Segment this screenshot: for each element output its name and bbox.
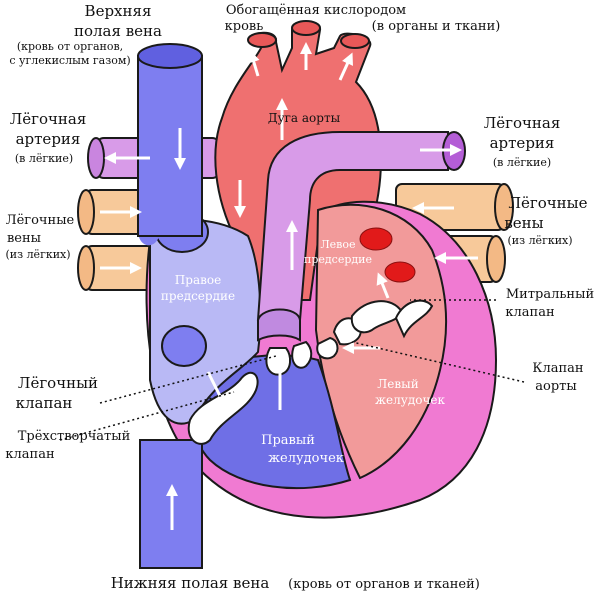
svg-text:вены: вены	[504, 214, 543, 232]
svg-text:аорты: аорты	[535, 379, 576, 394]
svg-text:Лёгочные: Лёгочные	[6, 213, 75, 228]
svg-text:(в лёгкие): (в лёгкие)	[15, 152, 73, 165]
svg-text:с углекислым газом): с углекислым газом)	[9, 54, 130, 67]
label-aortic-arch: Дуга аорты	[268, 111, 341, 125]
label-pulmonary-artery-left: Лёгочная артерия (в лёгкие)	[10, 110, 87, 165]
svg-text:желудочек: желудочек	[375, 393, 445, 407]
svg-text:артерия: артерия	[490, 134, 555, 152]
label-mitral-valve: Митральный клапан	[505, 287, 594, 320]
svg-text:Верхняя: Верхняя	[85, 2, 152, 20]
label-left-ventricle: Левый желудочек	[375, 377, 445, 407]
svg-text:предсердие: предсердие	[161, 289, 235, 303]
svg-text:Митральный: Митральный	[506, 287, 594, 302]
svg-text:клапан: клапан	[16, 394, 73, 412]
svg-text:(кровь от органов и тканей): (кровь от органов и тканей)	[288, 577, 480, 592]
label-inferior-vena-cava: Нижняя полая вена (кровь от органов и тк…	[111, 574, 480, 592]
label-pulmonary-artery-right: Лёгочная артерия (в лёгкие)	[484, 114, 561, 169]
svg-text:клапан: клапан	[5, 447, 54, 462]
svg-text:(из лёгких): (из лёгких)	[507, 234, 572, 247]
svg-text:(кровь от органов,: (кровь от органов,	[17, 40, 123, 53]
svg-text:полая вена: полая вена	[74, 22, 162, 40]
svg-text:Лёгочная: Лёгочная	[484, 114, 561, 132]
label-right-ventricle: Правый желудочек	[261, 433, 344, 466]
svg-text:(в лёгкие): (в лёгкие)	[493, 156, 551, 169]
svg-text:Обогащённая кислородом: Обогащённая кислородом	[226, 3, 406, 18]
label-right-atrium: Правое предсердие	[161, 273, 235, 303]
flow-arrows	[100, 42, 478, 530]
svg-text:Нижняя полая вена: Нижняя полая вена	[111, 574, 270, 592]
label-aortic-valve: Клапан аорты	[532, 361, 583, 394]
svg-text:клапан: клапан	[505, 305, 554, 320]
label-oxygenated-blood: Обогащённая кислородом кровь (в органы и…	[225, 3, 501, 34]
svg-text:(в органы и ткани): (в органы и ткани)	[372, 19, 501, 34]
label-pulmonary-veins-right: Лёгочные вены (из лёгких)	[504, 194, 587, 247]
svg-text:Трёхстворчатый: Трёхстворчатый	[18, 429, 131, 444]
svg-text:вены: вены	[7, 231, 41, 246]
svg-text:Правое: Правое	[175, 273, 221, 287]
svg-text:артерия: артерия	[16, 130, 81, 148]
label-pulmonary-valve: Лёгочный клапан	[16, 374, 98, 412]
svg-text:кровь: кровь	[225, 19, 264, 34]
svg-text:Левый: Левый	[377, 377, 418, 391]
pulmonary-artery-trunk-shape	[256, 131, 466, 342]
svg-text:Лёгочные: Лёгочные	[508, 194, 587, 212]
svg-text:предсердие: предсердие	[304, 253, 372, 266]
mitral-valve-shape	[350, 299, 434, 339]
label-left-atrium: Левое предсердие	[304, 238, 372, 266]
svg-text:Левое: Левое	[320, 238, 355, 251]
svg-text:Правый: Правый	[261, 433, 315, 448]
svg-text:Лёгочная: Лёгочная	[10, 110, 87, 128]
svg-text:Клапан: Клапан	[532, 361, 583, 376]
label-tricuspid-valve: Трёхстворчатый клапан	[5, 429, 130, 462]
label-superior-vena-cava: Верхняя полая вена (кровь от органов, с …	[9, 2, 162, 67]
label-pulmonary-veins-left: Лёгочные вены (из лёгких)	[5, 213, 74, 261]
svg-text:желудочек: желудочек	[268, 451, 344, 466]
svg-text:(из лёгких): (из лёгких)	[5, 248, 70, 261]
leader-lines	[59, 299, 525, 441]
svg-text:Лёгочный: Лёгочный	[18, 374, 98, 392]
